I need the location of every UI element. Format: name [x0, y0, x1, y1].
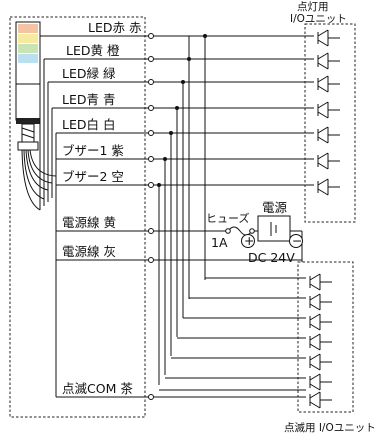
tower-lamp-blue — [18, 54, 38, 63]
terminal-3 — [148, 79, 154, 85]
wire-label-7: ブザー2 空 — [62, 169, 124, 184]
tower-lamp-green — [18, 44, 38, 53]
signal-tower — [15, 21, 57, 211]
bottom-io-transistors — [309, 273, 332, 409]
wire-label-10: 点滅COM 茶 — [62, 381, 133, 396]
wire-label-6: ブザー1 紫 — [62, 143, 124, 158]
fuse-rating: 1A — [211, 235, 228, 250]
tower-lamp-yellow — [18, 34, 38, 43]
wire-label-2: LED黄 橙 — [66, 43, 120, 58]
power-supply — [241, 215, 303, 248]
top-unit-caption-line1: 点灯用 — [297, 1, 329, 13]
signal-tower-enclosure — [9, 16, 146, 418]
power-voltage: DC 24V — [248, 250, 295, 265]
terminal-4 — [148, 105, 154, 111]
io-unit-top — [304, 23, 356, 223]
terminal-10 — [148, 394, 154, 400]
wire-label-8: 電源線 黄 — [62, 215, 116, 230]
plus-terminal — [241, 234, 255, 248]
top-io-transistors — [317, 29, 340, 196]
fuse-label: ヒューズ — [206, 211, 249, 225]
terminal-9 — [148, 257, 154, 263]
wire-label-9: 電源線 灰 — [62, 244, 116, 259]
terminal-1 — [148, 33, 154, 39]
tower-lamp-white — [18, 64, 38, 73]
bottom-unit-caption: 点滅用 I/Oユニット — [284, 422, 376, 434]
terminal-5 — [148, 130, 154, 136]
tower-lamp-red — [18, 24, 38, 33]
terminal-6 — [148, 156, 154, 162]
io-unit-bottom — [297, 261, 354, 413]
power-minus-sign: − — [292, 233, 302, 248]
power-label: 電源 — [262, 200, 288, 215]
terminal-8 — [148, 228, 154, 234]
terminal-2 — [148, 56, 154, 62]
wire-group — [39, 33, 314, 400]
wire-label-5: LED白 白 — [62, 117, 115, 132]
terminal-7 — [148, 182, 154, 188]
power-plus-sign: + — [244, 233, 254, 248]
minus-terminal — [289, 234, 303, 248]
wire-label-4: LED青 青 — [62, 92, 115, 107]
wire-label-3: LED緑 緑 — [62, 66, 116, 81]
top-unit-caption-line2: I/Oユニット — [290, 13, 347, 25]
wire-label-1: LED赤 赤 — [88, 20, 141, 35]
